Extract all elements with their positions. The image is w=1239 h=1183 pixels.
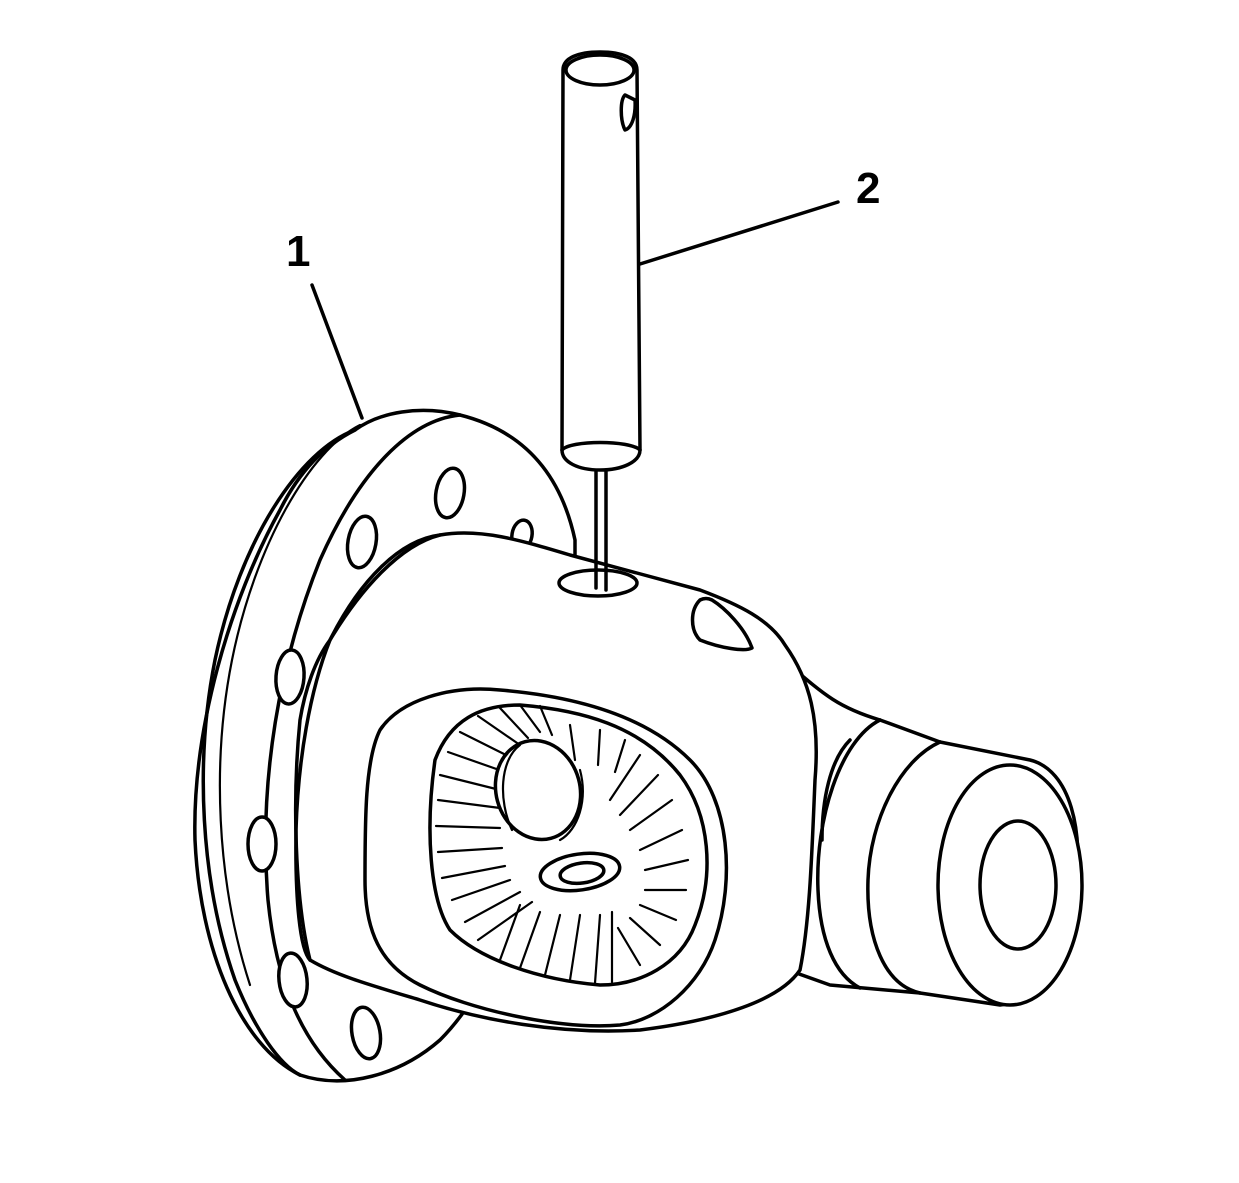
leader-line-1: [310, 283, 364, 420]
callout-label-1: 1: [286, 227, 310, 276]
side-gear-teeth: [434, 703, 690, 985]
pinion-shaft-pin: [560, 50, 642, 592]
leader-line-2: [638, 200, 840, 266]
cross-shaft-bore: [557, 568, 639, 598]
vent-hole: [690, 596, 754, 652]
axle-tube: [758, 638, 1084, 1007]
pinion-gear: [493, 738, 584, 842]
callout-label-2: 2: [856, 164, 880, 213]
side-gear-hub: [538, 851, 622, 893]
